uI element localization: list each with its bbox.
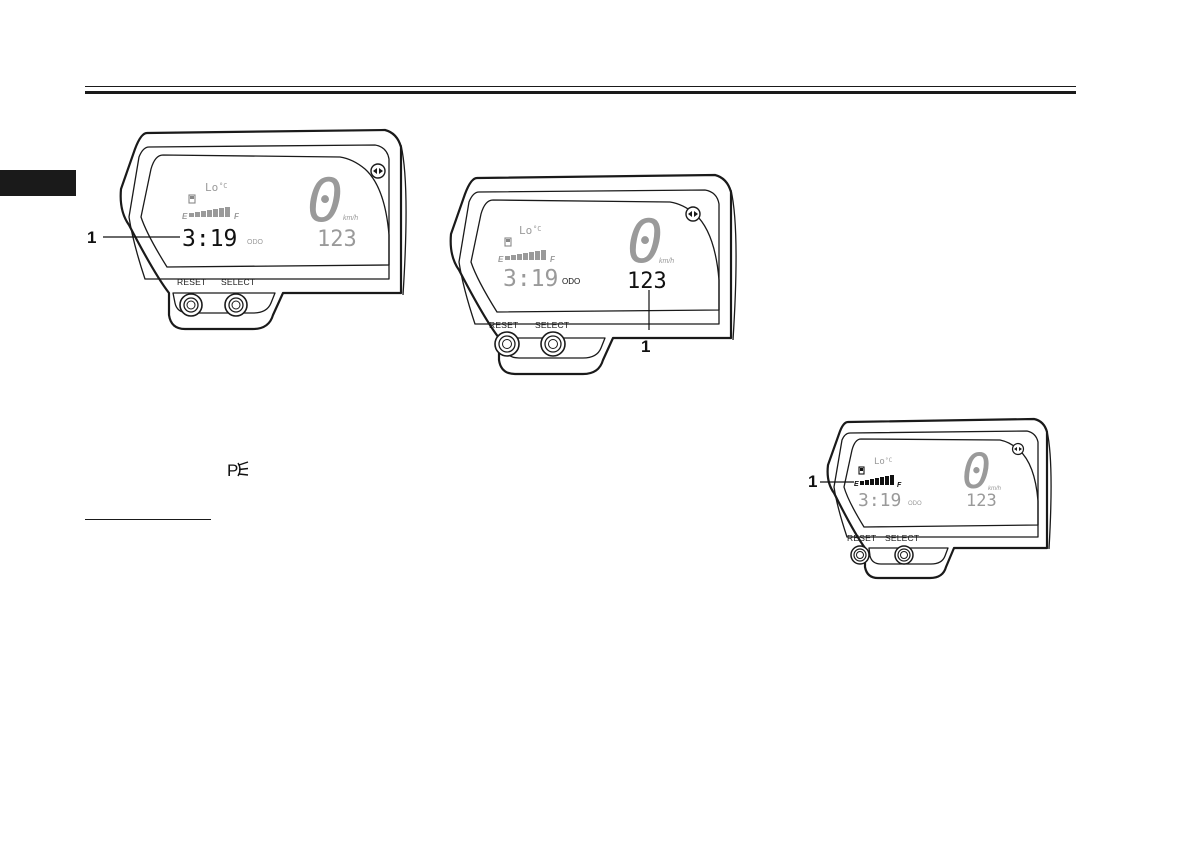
reset-label: RESET (177, 277, 206, 287)
speed-readout: 0 (962, 444, 991, 500)
clock-readout: 3:19 (182, 226, 237, 252)
reset-label: RESET (489, 320, 518, 330)
fuel-gauge: E F (854, 475, 902, 489)
fuel-empty-label: E (854, 481, 859, 488)
reset-button[interactable] (179, 293, 203, 317)
select-label: SELECT (535, 320, 569, 330)
callout-number: 1 (87, 228, 96, 247)
cluster-fuel-gauge: Lo °C E F 3:19 ODO 0 km/h 123 RESET SELE… (808, 417, 1052, 580)
fuel-full-label: F (897, 482, 902, 489)
fuel-full-label: F (550, 255, 556, 264)
fuel-gauge: E F (182, 207, 240, 221)
odo-label: ODO (562, 277, 580, 286)
temp-readout: Lo (874, 457, 885, 467)
odometer-readout: 123 (627, 269, 667, 294)
temp-unit: °C (885, 457, 893, 464)
fuel-full-label: F (234, 212, 240, 221)
select-label: SELECT (221, 277, 255, 287)
cluster-odometer: Lo °C E F 3:19 ODO 0 km/h 123 RESET SELE… (449, 173, 737, 376)
fuel-empty-label: E (498, 255, 504, 264)
fuel-icon (858, 466, 865, 475)
temp-readout: Lo (519, 224, 532, 237)
select-button[interactable] (224, 293, 248, 317)
clock-readout: 3:19 (503, 266, 558, 292)
section-rule (85, 519, 211, 520)
speed-readout: 0 (627, 207, 663, 277)
odo-label: ODO (247, 239, 264, 246)
odometer-readout: 123 (317, 227, 357, 252)
temp-readout: Lo (205, 181, 218, 194)
header-rule-thin (85, 86, 1076, 87)
temp-unit: °C (533, 225, 541, 233)
odo-label: ODO (908, 501, 922, 507)
reset-label: RESET (847, 533, 876, 543)
parking-light-icon: P (227, 461, 249, 480)
fuel-empty-label: E (182, 212, 188, 221)
fuel-icon (504, 237, 512, 247)
speed-readout: 0 (307, 166, 343, 236)
reset-button[interactable] (850, 545, 870, 565)
fuel-gauge: E F (498, 250, 556, 264)
speed-unit: km/h (988, 486, 1002, 492)
chapter-tab (0, 170, 76, 196)
temp-unit: °C (219, 182, 227, 190)
select-button[interactable] (540, 331, 566, 357)
reset-button[interactable] (494, 331, 520, 357)
svg-text:P: P (227, 461, 238, 480)
header-rule-thick (85, 91, 1076, 94)
select-button[interactable] (894, 545, 914, 565)
speed-unit: km/h (659, 258, 674, 265)
cluster-clock: Lo °C E F 3:19 ODO 0 km/h 123 RESET SELE… (87, 128, 407, 331)
clock-readout: 3:19 (858, 490, 901, 511)
speed-unit: km/h (343, 215, 358, 222)
callout-number: 1 (808, 472, 817, 491)
select-label: SELECT (885, 533, 919, 543)
odometer-readout: 123 (966, 491, 997, 511)
callout-number: 1 (641, 337, 650, 356)
fuel-icon (188, 194, 196, 204)
